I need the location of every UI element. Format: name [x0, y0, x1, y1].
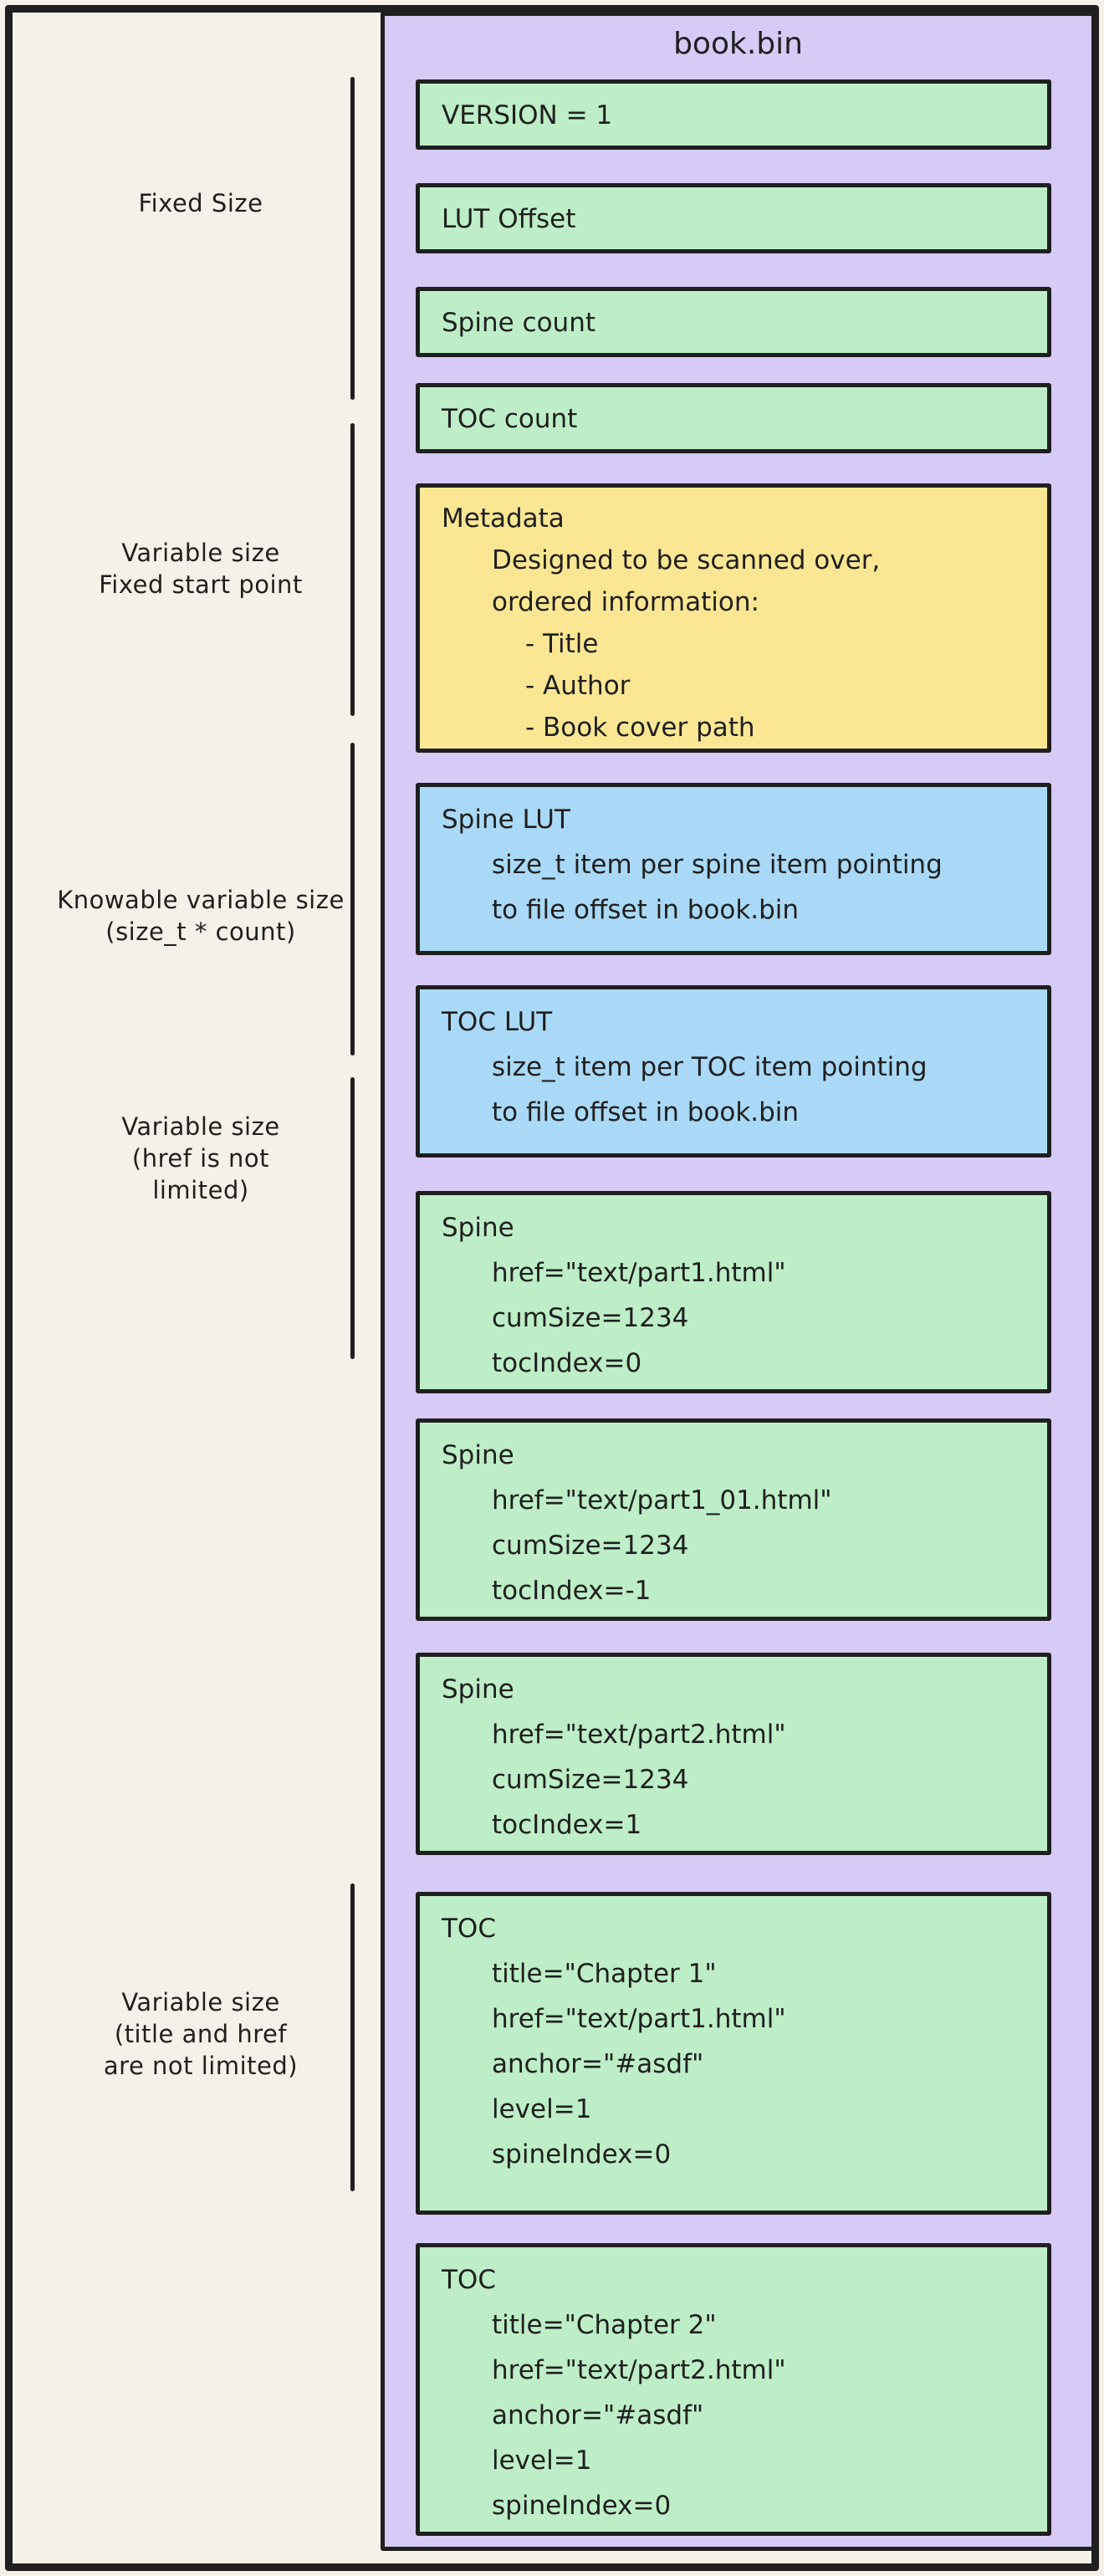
- text-line: (size_t * count): [105, 917, 296, 946]
- text-line: href="text/part2.html": [492, 1720, 786, 1750]
- text-line: Spine LUT: [442, 805, 570, 835]
- block-toc-count: TOC count: [416, 383, 1051, 453]
- text-line: Variable size: [121, 1988, 280, 2016]
- text-line: LUT Offset: [442, 204, 576, 234]
- text-line: Spine count: [442, 308, 596, 338]
- text-line: title="Chapter 1": [492, 1959, 717, 1989]
- text-line: ordered information:: [492, 587, 759, 617]
- block-lut-offset: LUT Offset: [416, 183, 1051, 253]
- text-line: TOC: [442, 1914, 496, 1944]
- block-toc-2: TOC title="Chapter 2" href="text/part2.htm…: [416, 2243, 1051, 2536]
- text-line: href="text/part1_01.html": [492, 1485, 832, 1515]
- text-line: spineIndex=0: [492, 2491, 672, 2521]
- block-spine-lut: Spine LUT size_t item per spine item poin…: [416, 783, 1051, 955]
- text-line: (title and href: [114, 2020, 288, 2048]
- text-line: anchor="#asdf": [492, 2049, 704, 2079]
- text-line: Spine: [442, 1213, 514, 1243]
- block-spine-count: Spine count: [416, 287, 1051, 357]
- text-line: spineIndex=0: [492, 2139, 672, 2170]
- block-toc-1: TOC title="Chapter 1" href="text/part1.htm…: [416, 1892, 1051, 2215]
- text-line: href="text/part2.html": [492, 2355, 786, 2385]
- text-line: tocIndex=1: [492, 1810, 642, 1840]
- book-bin-container: book.bin VERSION = 1 LUT Offset Spine co…: [381, 12, 1096, 2551]
- bracket-variable-size-title-href: [350, 1883, 355, 2191]
- block-spine-1: Spine href="text/part1.html" cumSize=1234 t…: [416, 1191, 1051, 1393]
- text-line: TOC LUT: [442, 1007, 553, 1037]
- text-line: Designed to be scanned over,: [492, 545, 881, 575]
- text-line: cumSize=1234: [492, 1303, 689, 1333]
- text-line: - Title: [525, 629, 599, 659]
- text-line: - Book cover path: [525, 713, 755, 743]
- text-line: href="text/part1.html": [492, 1258, 786, 1288]
- block-spine-3: Spine href="text/part2.html" cumSize=1234 t…: [416, 1653, 1051, 1855]
- container-title: book.bin: [673, 27, 803, 61]
- label-knowable-variable-size: Knowable variable size (size_t * count): [25, 884, 376, 948]
- text-line: level=1: [492, 2094, 592, 2124]
- text-line: are not limited): [103, 2052, 299, 2080]
- text-line: to file offset in book.bin: [492, 895, 800, 925]
- text-line: Fixed Size: [138, 189, 263, 217]
- text-line: VERSION = 1: [442, 100, 613, 130]
- text-line: Variable size: [121, 1112, 280, 1141]
- block-toc-lut: TOC LUT size_t item per TOC item pointing…: [416, 985, 1051, 1158]
- text-line: tocIndex=-1: [492, 1576, 652, 1606]
- label-variable-size-href: Variable size (href is not limited): [25, 1111, 376, 1206]
- block-version: VERSION = 1: [416, 79, 1051, 150]
- text-line: tocIndex=0: [492, 1348, 642, 1378]
- text-line: href="text/part1.html": [492, 2004, 786, 2034]
- bracket-variable-size-href: [350, 1077, 355, 1359]
- bracket-variable-size-fixed-start: [350, 423, 355, 716]
- text-line: Metadata: [442, 503, 565, 534]
- text-line: - Author: [525, 671, 631, 701]
- text-line: TOC: [442, 2265, 496, 2295]
- text-line: Spine: [442, 1440, 514, 1470]
- text-line: to file offset in book.bin: [492, 1097, 800, 1127]
- label-fixed-size: Fixed Size: [25, 187, 376, 219]
- text-line: cumSize=1234: [492, 1531, 689, 1561]
- bracket-fixed-size: [350, 77, 355, 400]
- text-line: (href is not: [131, 1144, 270, 1173]
- text-line: title="Chapter 2": [492, 2310, 717, 2340]
- text-line: Variable size: [121, 539, 280, 567]
- label-variable-size-title-href: Variable size (title and href are not limi…: [25, 1986, 376, 2082]
- text-line: cumSize=1234: [492, 1765, 689, 1795]
- block-spine-2: Spine href="text/part1_01.html" cumSize=12…: [416, 1418, 1051, 1621]
- text-line: level=1: [492, 2446, 592, 2476]
- bracket-knowable-variable-size: [350, 743, 355, 1055]
- text-line: size_t item per spine item pointing: [492, 850, 943, 880]
- text-line: TOC count: [442, 404, 578, 434]
- text-line: anchor="#asdf": [492, 2400, 704, 2430]
- text-line: size_t item per TOC item pointing: [492, 1052, 928, 1082]
- text-line: Spine: [442, 1674, 514, 1705]
- text-line: limited): [152, 1176, 249, 1204]
- text-line: Fixed start point: [99, 570, 303, 599]
- text-line: Knowable variable size: [57, 886, 345, 914]
